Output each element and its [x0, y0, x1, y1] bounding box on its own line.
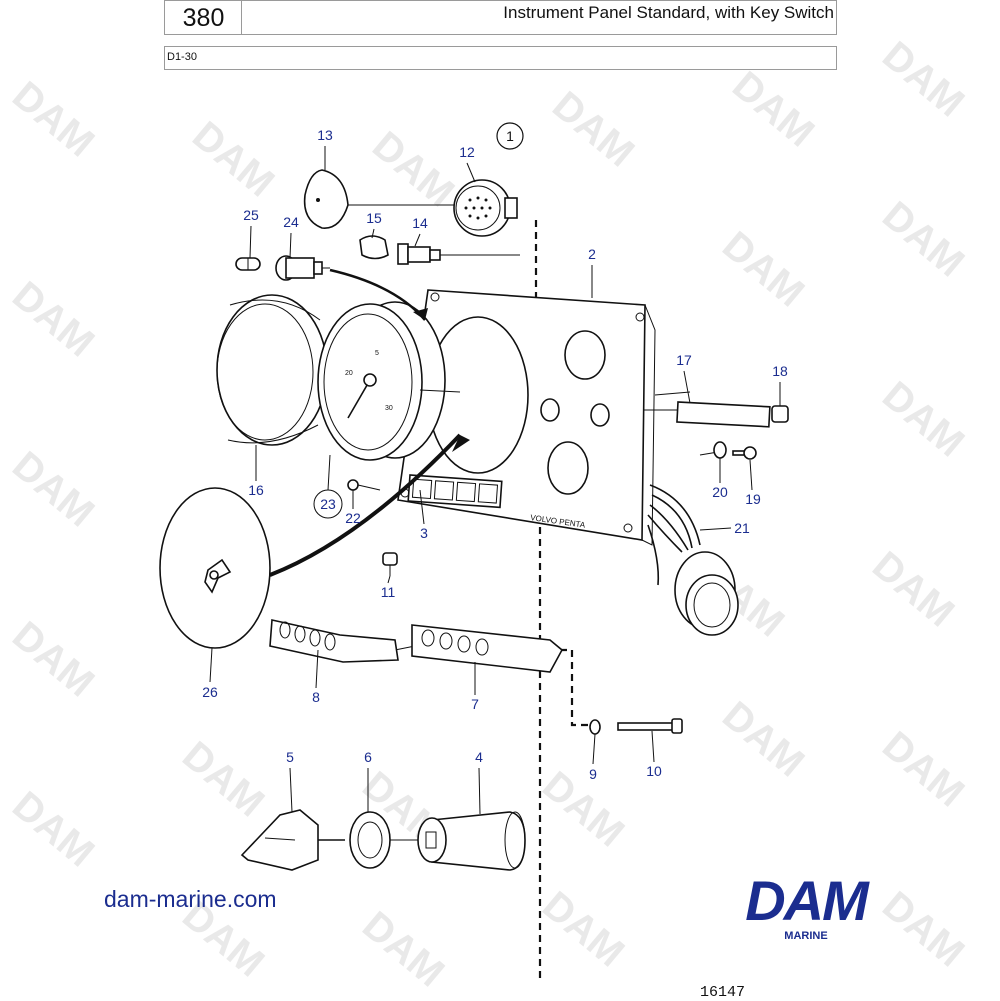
watermark: DAM	[534, 763, 632, 855]
callout-label: 21	[734, 520, 750, 536]
fuse-holder-nut	[771, 405, 789, 423]
tachometer: 20 5 30	[317, 301, 461, 461]
callout-label: 8	[312, 689, 320, 705]
cable-harness	[647, 484, 739, 636]
watermark: DAM	[364, 123, 462, 215]
brand-subtitle: MARINE	[784, 930, 828, 942]
callout-label: 14	[412, 215, 428, 231]
callout-label: 5	[286, 749, 294, 765]
callout-label: 20	[712, 484, 728, 500]
website-link[interactable]: dam-marine.com	[104, 886, 277, 912]
watermark: DAM	[714, 693, 812, 785]
section-marker: 1	[506, 128, 514, 144]
section-marker-circle	[496, 122, 524, 150]
svg-text:30: 30	[385, 405, 393, 412]
watermark: DAM	[4, 273, 102, 365]
watermark: DAM	[4, 783, 102, 875]
watermark: DAM	[184, 113, 282, 205]
circuit-board-7	[411, 624, 564, 673]
assembly-line	[560, 648, 590, 727]
page-number: 380	[182, 4, 225, 32]
callout-label: 12	[459, 144, 475, 160]
callout-label: 22	[345, 510, 361, 526]
bracket-8	[269, 619, 399, 663]
watermark: DAM	[354, 903, 452, 995]
bulb-holder	[275, 255, 323, 281]
callout-label: 18	[772, 363, 788, 379]
key-switch	[417, 811, 526, 871]
callout-label: 3	[420, 525, 428, 541]
svg-text:5: 5	[375, 350, 379, 357]
arrow-head	[413, 308, 428, 320]
ignition-key	[240, 809, 345, 871]
watermark: DAM	[874, 723, 972, 815]
washer-20	[713, 441, 727, 459]
push-button-switch	[397, 243, 441, 265]
bolt-10	[617, 718, 683, 734]
bulb	[235, 257, 261, 271]
model-code-box: D1-30	[164, 46, 837, 70]
callout-label: 19	[745, 491, 761, 507]
model-code: D1-30	[167, 51, 197, 63]
fuse-holder	[654, 391, 771, 428]
callout-label: 13	[317, 127, 333, 143]
callout-label: 24	[283, 214, 299, 230]
watermark: DAM	[874, 193, 972, 285]
callout-label: 15	[366, 210, 382, 226]
watermark: DAM	[544, 83, 642, 175]
callout-label: 6	[364, 749, 372, 765]
watermark: DAM	[4, 443, 102, 535]
watermark: DAM	[864, 543, 962, 635]
brand-logo: DAM	[745, 869, 869, 932]
gauge-cover	[159, 433, 470, 649]
callout-label: 26	[202, 684, 218, 700]
svg-text:20: 20	[345, 370, 353, 377]
watermark: DAM	[4, 613, 102, 705]
page-number-box: 380	[164, 0, 243, 35]
callout-label: 17	[676, 352, 692, 368]
callout-labels: 1 13 12 15 14 25 24 2 17 18 20 19 21 16 …	[202, 122, 788, 815]
screw-19	[732, 446, 757, 460]
callout-label: 11	[381, 584, 396, 600]
blanking-cap	[303, 169, 349, 229]
buzzer	[453, 179, 518, 237]
watermark: DAM	[174, 733, 272, 825]
title-box: Instrument Panel Standard, with Key Swit…	[241, 0, 837, 35]
watermark: DAM	[534, 883, 632, 975]
callout-label: 16	[248, 482, 264, 498]
callout-label: 7	[471, 696, 479, 712]
callout-label: 25	[243, 207, 259, 223]
screw-22	[347, 479, 381, 491]
page-title: Instrument Panel Standard, with Key Swit…	[503, 3, 834, 22]
watermark: DAM	[724, 63, 822, 155]
callout-label: 9	[589, 766, 597, 782]
push-button-cap	[359, 235, 389, 260]
warning-lamp-strip	[407, 474, 503, 509]
drawing-number: 16147	[700, 984, 746, 1001]
watermark: DAM	[4, 73, 102, 165]
watermark: DAM	[714, 223, 812, 315]
callout-label: 23	[320, 496, 336, 512]
lock-nut	[349, 811, 391, 869]
watermark: DAM	[874, 373, 972, 465]
clip-11	[382, 552, 398, 576]
callout-label: 2	[588, 246, 596, 262]
callout-label: 4	[475, 749, 483, 765]
watermark: DAM	[874, 33, 972, 125]
bezel-ring	[216, 294, 328, 446]
callout-label: 10	[646, 763, 662, 779]
washer-9	[589, 719, 601, 735]
